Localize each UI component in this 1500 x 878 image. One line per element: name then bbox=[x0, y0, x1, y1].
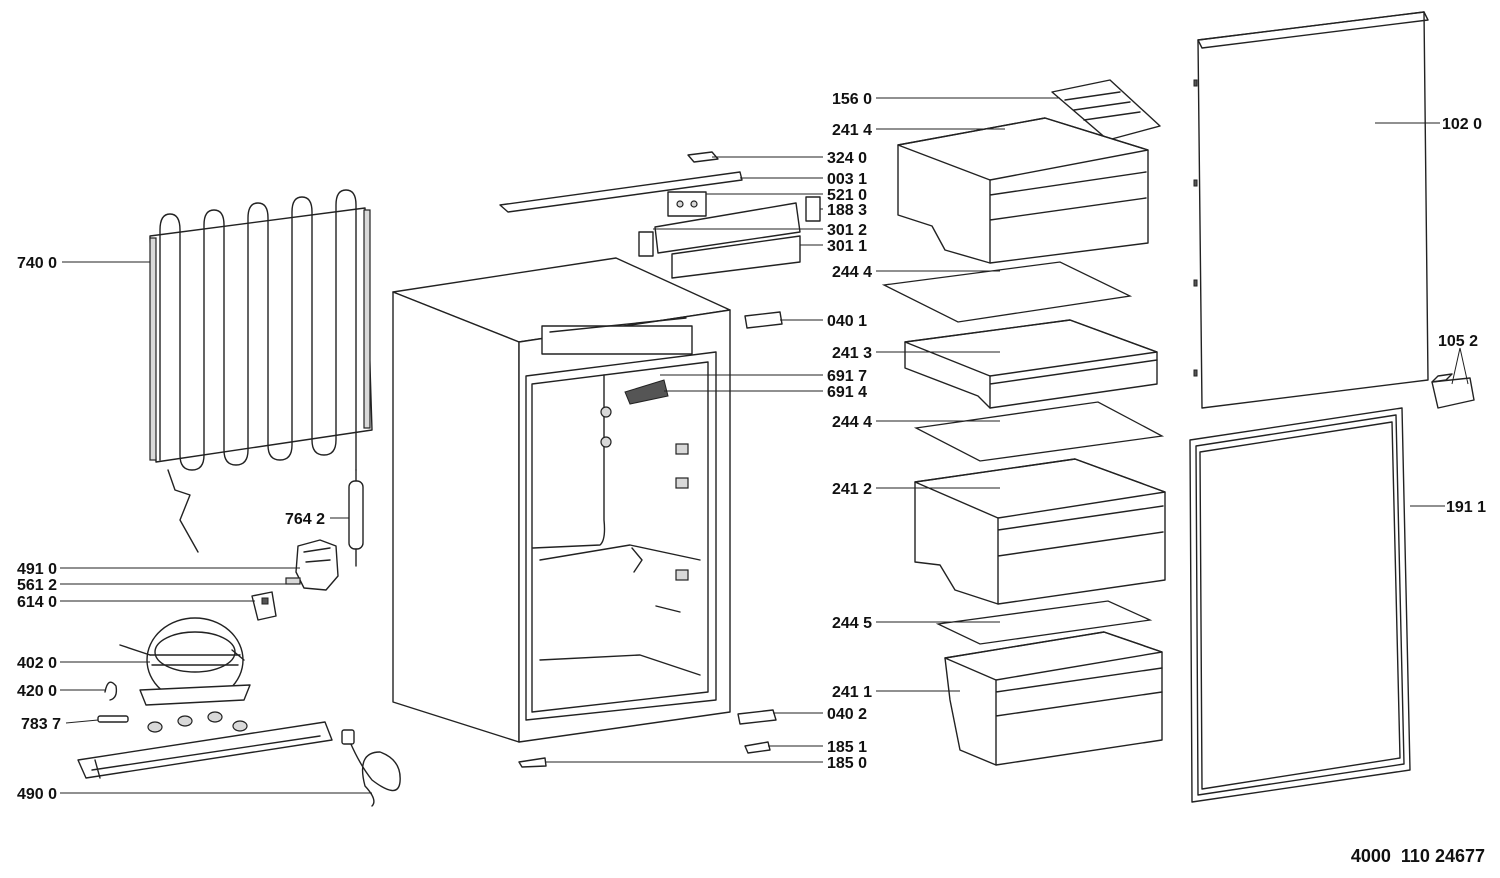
starter-relay-part bbox=[251, 591, 277, 621]
ice-tray-part bbox=[1051, 79, 1161, 141]
label-691-4: 691 4 bbox=[827, 384, 867, 401]
label-241-2: 241 2 bbox=[832, 481, 872, 498]
label-324-0: 324 0 bbox=[827, 150, 867, 167]
door-hinge-bracket-part bbox=[1431, 373, 1475, 409]
label-691-7: 691 7 bbox=[827, 368, 867, 385]
label-156-0: 156 0 bbox=[832, 91, 872, 108]
label-244-4-top: 244 4 bbox=[832, 264, 872, 281]
relay-cover-part bbox=[295, 539, 339, 591]
top-rail-part bbox=[499, 171, 743, 213]
label-521-0: 521 0 bbox=[827, 187, 867, 204]
diagram-footer-code: 4000 110 24677 bbox=[1351, 846, 1485, 866]
label-188-3: 188 3 bbox=[827, 202, 867, 219]
label-420-0: 420 0 bbox=[17, 683, 57, 700]
compressor-base-plate-part bbox=[77, 721, 333, 779]
top-hinge-part bbox=[744, 311, 783, 329]
adjustable-foot-part bbox=[744, 741, 771, 754]
label-241-3: 241 3 bbox=[832, 345, 872, 362]
label-040-2: 040 2 bbox=[827, 706, 867, 723]
label-402-0: 402 0 bbox=[17, 655, 57, 672]
label-561-2: 561 2 bbox=[17, 577, 57, 594]
overload-part bbox=[285, 577, 301, 585]
bottom-hinge-part bbox=[737, 709, 777, 725]
light-diffuser-part bbox=[671, 235, 801, 279]
label-185-1: 185 1 bbox=[827, 739, 867, 756]
fixed-foot-part bbox=[518, 757, 547, 768]
label-105-2: 105 2 bbox=[1438, 333, 1478, 350]
compressor-part bbox=[119, 617, 251, 706]
capacitor-part bbox=[104, 681, 118, 701]
label-003-1: 003 1 bbox=[827, 171, 867, 188]
label-191-1: 191 1 bbox=[1446, 499, 1486, 516]
label-244-5: 244 5 bbox=[832, 615, 872, 632]
label-490-0: 490 0 bbox=[17, 786, 57, 803]
door-gasket-part bbox=[1189, 407, 1411, 803]
label-185-0: 185 0 bbox=[827, 755, 867, 772]
glass-shelf-bottom bbox=[935, 600, 1153, 645]
freezer-drawer-part bbox=[897, 117, 1149, 264]
label-764-2: 764 2 bbox=[285, 511, 325, 528]
label-740-0: 740 0 bbox=[17, 255, 57, 272]
thermostat-bulb-part bbox=[348, 469, 364, 567]
cabinet-part bbox=[392, 257, 731, 743]
crisper-drawer-small-part bbox=[944, 631, 1163, 766]
control-bracket-part bbox=[687, 151, 719, 163]
glass-shelf-middle bbox=[913, 401, 1165, 462]
label-783-7: 783 7 bbox=[21, 716, 61, 733]
power-cord-part bbox=[341, 729, 401, 807]
part-number-labels: 740 0 764 2 491 0 561 2 614 0 402 0 420 … bbox=[17, 91, 1486, 866]
label-040-1: 040 1 bbox=[827, 313, 867, 330]
label-244-4-middle: 244 4 bbox=[832, 414, 872, 431]
label-102-0: 102 0 bbox=[1442, 116, 1482, 133]
grommet-part bbox=[97, 711, 248, 733]
crisper-drawer-large-part bbox=[914, 458, 1166, 605]
condenser-part bbox=[149, 189, 373, 553]
label-301-1: 301 1 bbox=[827, 238, 867, 255]
label-491-0: 491 0 bbox=[17, 561, 57, 578]
leader-lines bbox=[60, 97, 1469, 794]
control-housing-part bbox=[638, 196, 821, 257]
door-panel-part bbox=[1193, 11, 1429, 409]
control-board-part bbox=[667, 191, 707, 217]
glass-shelf-top bbox=[881, 261, 1133, 323]
shallow-drawer-part bbox=[904, 319, 1158, 409]
label-241-4: 241 4 bbox=[832, 122, 872, 139]
label-301-2: 301 2 bbox=[827, 222, 867, 239]
label-614-0: 614 0 bbox=[17, 594, 57, 611]
label-241-1: 241 1 bbox=[832, 684, 872, 701]
